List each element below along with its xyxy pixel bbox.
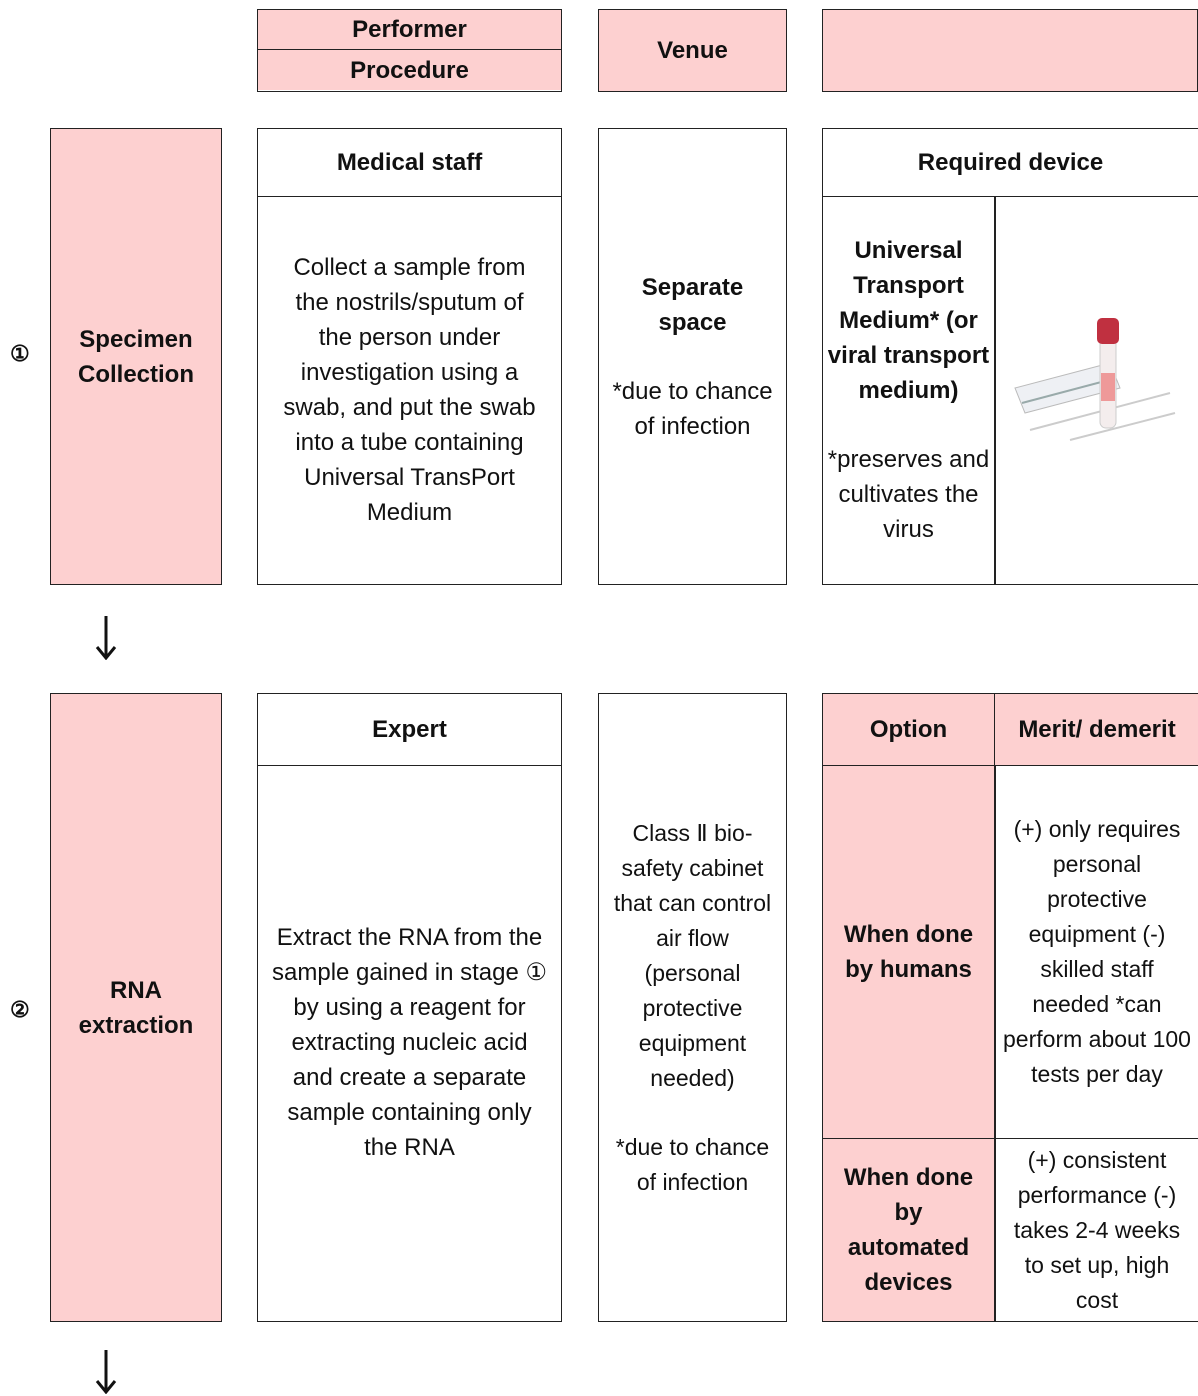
step-2-options-table: Option Merit/ demerit When done by human…	[822, 693, 1198, 1322]
step-2-marker: ②	[10, 997, 30, 1022]
merit-header: Merit/ demerit	[995, 694, 1198, 766]
options-header: Option	[823, 694, 994, 766]
step-2-performer-procedure: Expert Extract the RNA from the sample g…	[257, 693, 562, 1322]
header-blank-label	[823, 10, 1197, 91]
header-performer: Performer	[258, 10, 561, 50]
step-2-title-box: RNA extraction	[50, 693, 222, 1322]
step-1-device-header: Required device	[823, 129, 1198, 197]
step-1-venue-main: Separate space	[641, 273, 744, 336]
step-1-marker: ①	[10, 341, 30, 366]
step-1-device-name: Universal Transport Medium* (or viral tr…	[827, 237, 990, 404]
step-1-procedure: Collect a sample from the nostrils/sputu…	[283, 253, 536, 526]
header-venue: Venue	[598, 9, 787, 92]
step-2-title: RNA extraction	[78, 976, 194, 1039]
step-1-performer-procedure: Medical staff Collect a sample from the …	[257, 128, 562, 585]
step-1-device-note: *preserves and cultivates the virus	[827, 446, 990, 543]
header-venue-label: Venue	[657, 37, 728, 64]
device-divider	[994, 197, 996, 585]
step-1-title: Specimen Collection	[77, 325, 194, 388]
step-1-device-box: Required device Universal Transport Medi…	[822, 128, 1198, 585]
step-2-venue-content: Class Ⅱ bio-safety cabinet that can cont…	[599, 694, 786, 1321]
step-1-venue-note: *due to chance of infection	[612, 377, 773, 440]
header-procedure: Procedure	[258, 50, 561, 90]
step-2-venue: Class Ⅱ bio-safety cabinet that can cont…	[598, 693, 787, 1322]
step-2-performer: Expert	[258, 694, 561, 766]
step-2-venue-note: *due to chance of infection	[615, 1133, 770, 1195]
step-1-title-box: Specimen Collection	[50, 128, 222, 585]
merit-automated: (+) consistent performance (-) takes 2-4…	[1013, 1146, 1181, 1313]
step-1-venue: Separate space *due to chance of infecti…	[598, 128, 787, 585]
header-performer-procedure: Performer Procedure	[257, 9, 562, 92]
merit-humans: (+) only requires personal protective eq…	[995, 766, 1198, 1139]
swab-tube-icon	[1014, 318, 1176, 441]
down-arrow-icon	[95, 1350, 117, 1394]
step-1-performer: Medical staff	[258, 129, 561, 197]
options-column-divider	[994, 694, 996, 1321]
step-2-procedure: Extract the RNA from the sample gained i…	[272, 924, 548, 1161]
header-blank	[822, 9, 1198, 92]
down-arrow-icon	[95, 616, 117, 660]
step-1-device-content: Universal Transport Medium* (or viral tr…	[823, 197, 994, 583]
step-1-venue-content: Separate space *due to chance of infecti…	[599, 129, 786, 584]
step-2-venue-main: Class Ⅱ bio-safety cabinet that can cont…	[613, 819, 772, 1091]
option-humans: When done by humans	[823, 766, 994, 1139]
option-automated: When done by automated devices	[823, 1139, 994, 1321]
